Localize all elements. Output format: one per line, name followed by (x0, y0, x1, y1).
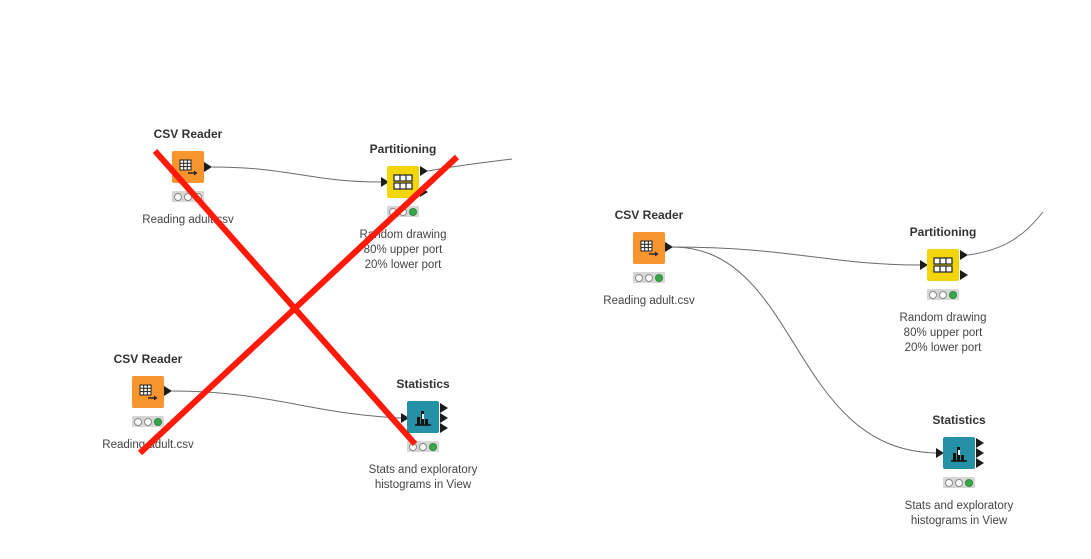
desc-line: histograms in View (374, 479, 472, 491)
connection-csv-partitioning[interactable] (671, 246, 921, 266)
desc-line: 80% upper port (363, 244, 443, 256)
status-light-green (429, 442, 437, 451)
node-title: CSV Reader (614, 208, 684, 222)
node-description: Reading adult.csv (603, 295, 695, 307)
node-description: Reading adult.csv (142, 214, 234, 226)
status-light-yellow (184, 192, 192, 201)
status-light-green (965, 478, 973, 487)
output-port[interactable] (440, 403, 448, 413)
output-port[interactable] (420, 166, 428, 176)
output-port[interactable] (976, 438, 984, 448)
status-light-yellow (419, 442, 427, 451)
status-lights (132, 416, 164, 427)
output-port[interactable] (420, 187, 428, 197)
status-light-green (409, 207, 417, 216)
histogram-icon[interactable] (407, 401, 439, 433)
status-light-red (134, 417, 142, 426)
output-port[interactable] (976, 458, 984, 468)
connection-csv1-partitioning[interactable] (211, 166, 382, 183)
table-arrow-icon[interactable] (633, 232, 665, 264)
desc-line: 20% lower port (364, 259, 442, 271)
desc-line: 20% lower port (904, 342, 982, 354)
desc-line: Stats and exploratory (904, 500, 1014, 512)
status-light-yellow (939, 290, 947, 299)
status-light-yellow (955, 478, 963, 487)
node-title: Statistics (396, 377, 450, 391)
status-light-green (949, 290, 957, 299)
node-title: CSV Reader (113, 352, 183, 366)
desc-line: histograms in View (910, 515, 1008, 527)
partition-grid-icon[interactable] (387, 166, 419, 198)
desc-line: 80% upper port (903, 327, 983, 339)
partition-grid-icon[interactable] (927, 249, 959, 281)
status-light-red (409, 442, 417, 451)
node-title: Partitioning (369, 142, 437, 156)
status-light-green (194, 192, 202, 201)
output-port[interactable] (665, 242, 673, 252)
output-port[interactable] (976, 448, 984, 458)
output-port[interactable] (164, 386, 172, 396)
connection-partitioning-out[interactable] (427, 158, 513, 172)
status-light-yellow (645, 273, 653, 282)
status-lights (387, 206, 419, 217)
input-port[interactable] (920, 260, 928, 270)
desc-line: Random drawing (899, 312, 987, 324)
desc-line: Stats and exploratory (368, 464, 478, 476)
status-light-green (154, 417, 162, 426)
status-light-red (635, 273, 643, 282)
output-port[interactable] (960, 270, 968, 280)
node-description: Stats and exploratory histograms in View (894, 499, 1024, 529)
status-light-green (655, 273, 663, 282)
status-light-red (945, 478, 953, 487)
output-port[interactable] (440, 423, 448, 433)
status-lights (927, 289, 959, 300)
status-light-yellow (399, 207, 407, 216)
connection-csv-statistics[interactable] (671, 246, 937, 454)
status-light-red (174, 192, 182, 201)
histogram-icon[interactable] (943, 437, 975, 469)
output-port[interactable] (960, 250, 968, 260)
connection-partitioning-out-right[interactable] (967, 211, 1044, 256)
node-description: Stats and exploratory histograms in View (358, 463, 488, 493)
status-light-red (389, 207, 397, 216)
desc-line: Random drawing (359, 229, 447, 241)
node-description: Random drawing 80% upper port 20% lower … (338, 228, 468, 273)
node-description: Reading adult.csv (102, 439, 194, 451)
node-title: Partitioning (909, 225, 977, 239)
node-description: Random drawing 80% upper port 20% lower … (878, 311, 1008, 356)
node-title: Statistics (932, 413, 986, 427)
status-lights (407, 441, 439, 452)
status-light-yellow (144, 417, 152, 426)
output-port[interactable] (440, 413, 448, 423)
node-title: CSV Reader (153, 127, 223, 141)
input-port[interactable] (936, 448, 944, 458)
status-lights (943, 477, 975, 488)
status-light-red (929, 290, 937, 299)
table-arrow-icon[interactable] (172, 151, 204, 183)
status-lights (633, 272, 665, 283)
table-arrow-icon[interactable] (132, 376, 164, 408)
output-port[interactable] (204, 162, 212, 172)
status-lights (172, 191, 204, 202)
connection-csv2-statistics[interactable] (171, 390, 402, 419)
